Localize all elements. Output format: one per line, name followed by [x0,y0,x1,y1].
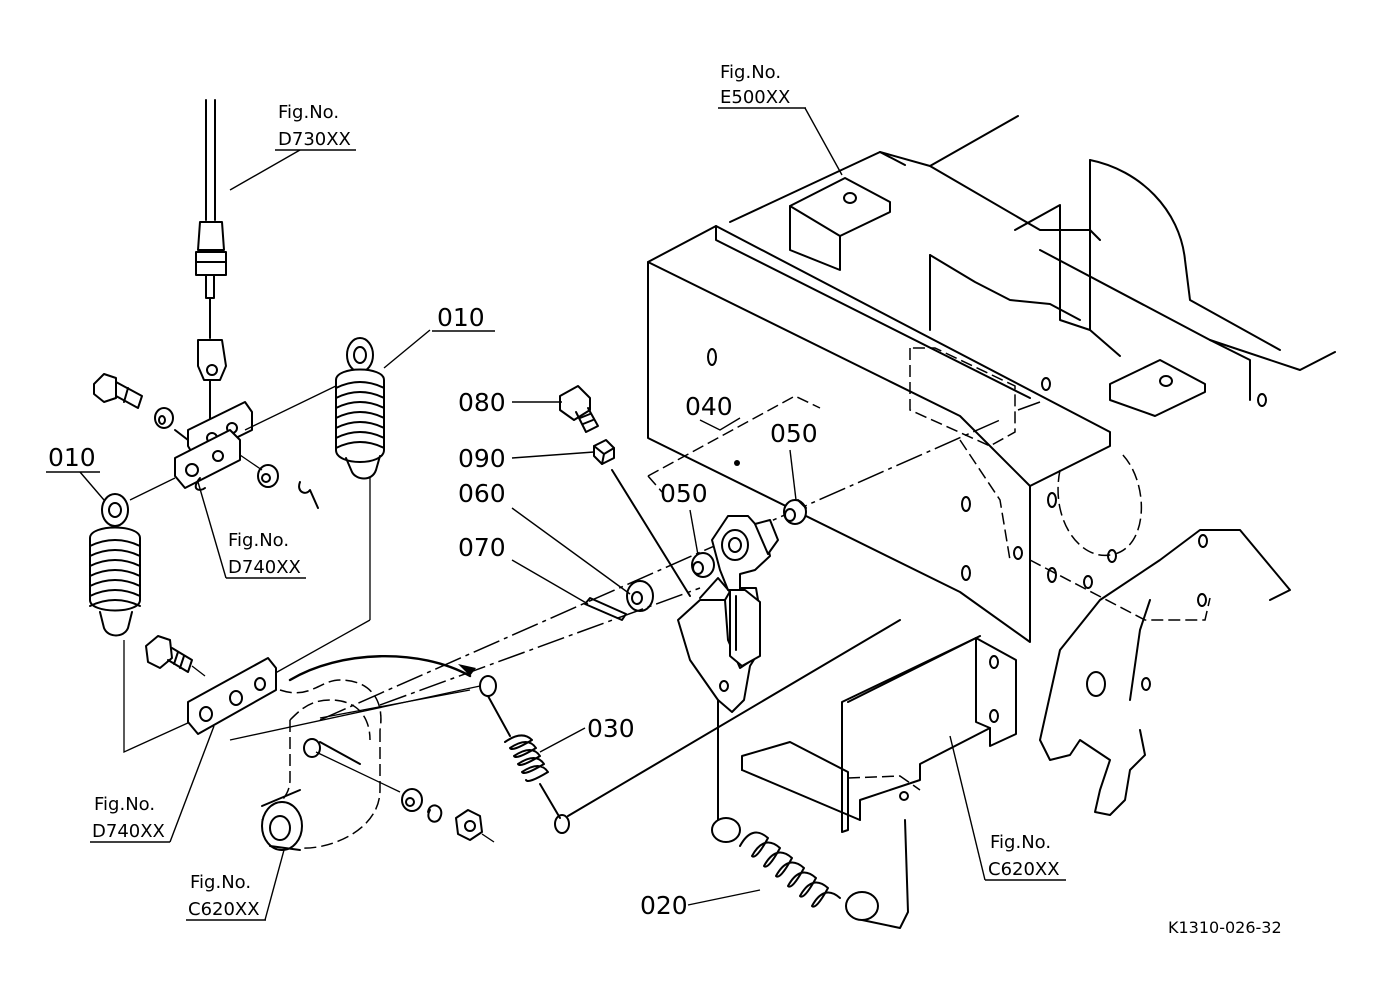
figure-references: Fig.No. D730XX Fig.No. E500XX Fig.No. D7… [92,62,1060,920]
figref-d740-lower-line1: Fig.No. [94,794,155,815]
figref-c620-left-line1: Fig.No. [190,872,251,893]
figref-e500-line2: E500XX [720,87,790,108]
label-080: 080 [458,388,506,417]
figref-d730-line1: Fig.No. [278,102,339,123]
label-010-lower: 010 [48,443,96,472]
spring-020 [711,699,909,929]
label-020: 020 [640,891,688,920]
label-090: 090 [458,444,506,473]
upper-link-plate [93,373,341,509]
spring-030 [479,619,901,834]
frame-assembly [319,115,1336,816]
figref-c620-right-line2: C620XX [988,859,1060,880]
label-010-upper: 010 [437,303,485,332]
label-040: 040 [685,392,733,421]
part-labels: 010 010 080 090 060 070 040 050 050 030 … [48,303,818,920]
figref-d740-upper-line1: Fig.No. [228,530,289,551]
label-050-right: 050 [770,419,818,448]
spring-010-lower [89,493,191,754]
lever-assembly-040 [559,385,821,713]
drawing-code: K1310-026-32 [1168,918,1282,937]
lower-link-plate [145,635,277,735]
leader-lines [46,107,1066,921]
pedal-arm [229,655,495,851]
figref-c620-left-line2: C620XX [188,899,260,920]
spring-010-upper [269,337,385,677]
figref-d730-line2: D730XX [278,129,351,150]
throttle-cable [195,99,227,441]
figref-e500-line1: Fig.No. [720,62,781,83]
figref-c620-right-line1: Fig.No. [990,832,1051,853]
figref-d740-lower-line2: D740XX [92,821,165,842]
label-050-left: 050 [660,479,708,508]
centerline [379,587,701,706]
label-030: 030 [587,714,635,743]
label-070: 070 [458,533,506,562]
figref-d740-upper-line2: D740XX [228,557,301,578]
pedal-bracket [741,635,1017,833]
label-060: 060 [458,479,506,508]
